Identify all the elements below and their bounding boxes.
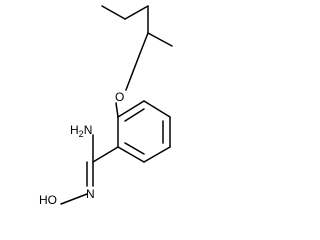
nitrogen-label: N bbox=[86, 187, 95, 201]
bond-ethyl-ch2 bbox=[124, 5, 149, 20]
bond-ethyl-ch3 bbox=[101, 5, 126, 20]
ring-bond-1 bbox=[117, 100, 145, 118]
amine-label: H2N bbox=[70, 123, 92, 139]
bond-quaternary-methyl-left bbox=[138, 32, 149, 57]
ring-double-bond-bottom bbox=[124, 142, 145, 155]
structure-diagram: O H2N N HO bbox=[39, 5, 173, 207]
ring-double-bond-top bbox=[124, 108, 145, 122]
bond-oxygen-ring bbox=[115, 102, 119, 118]
bond-quaternary-oxygen bbox=[125, 55, 140, 91]
oxygen-ether-label: O bbox=[115, 90, 124, 104]
ring-bond-5 bbox=[117, 146, 145, 163]
ring-bond-4 bbox=[143, 146, 171, 163]
hydroxyl-label: HO bbox=[39, 193, 57, 207]
bond-ring-amidine-carbon bbox=[92, 146, 119, 163]
molecule-drawing: O H2N N HO bbox=[39, 5, 173, 207]
bond-quaternary-methyl-right bbox=[147, 32, 173, 47]
ring-bond-2 bbox=[143, 100, 171, 118]
bond-n-oxygen bbox=[60, 193, 88, 205]
